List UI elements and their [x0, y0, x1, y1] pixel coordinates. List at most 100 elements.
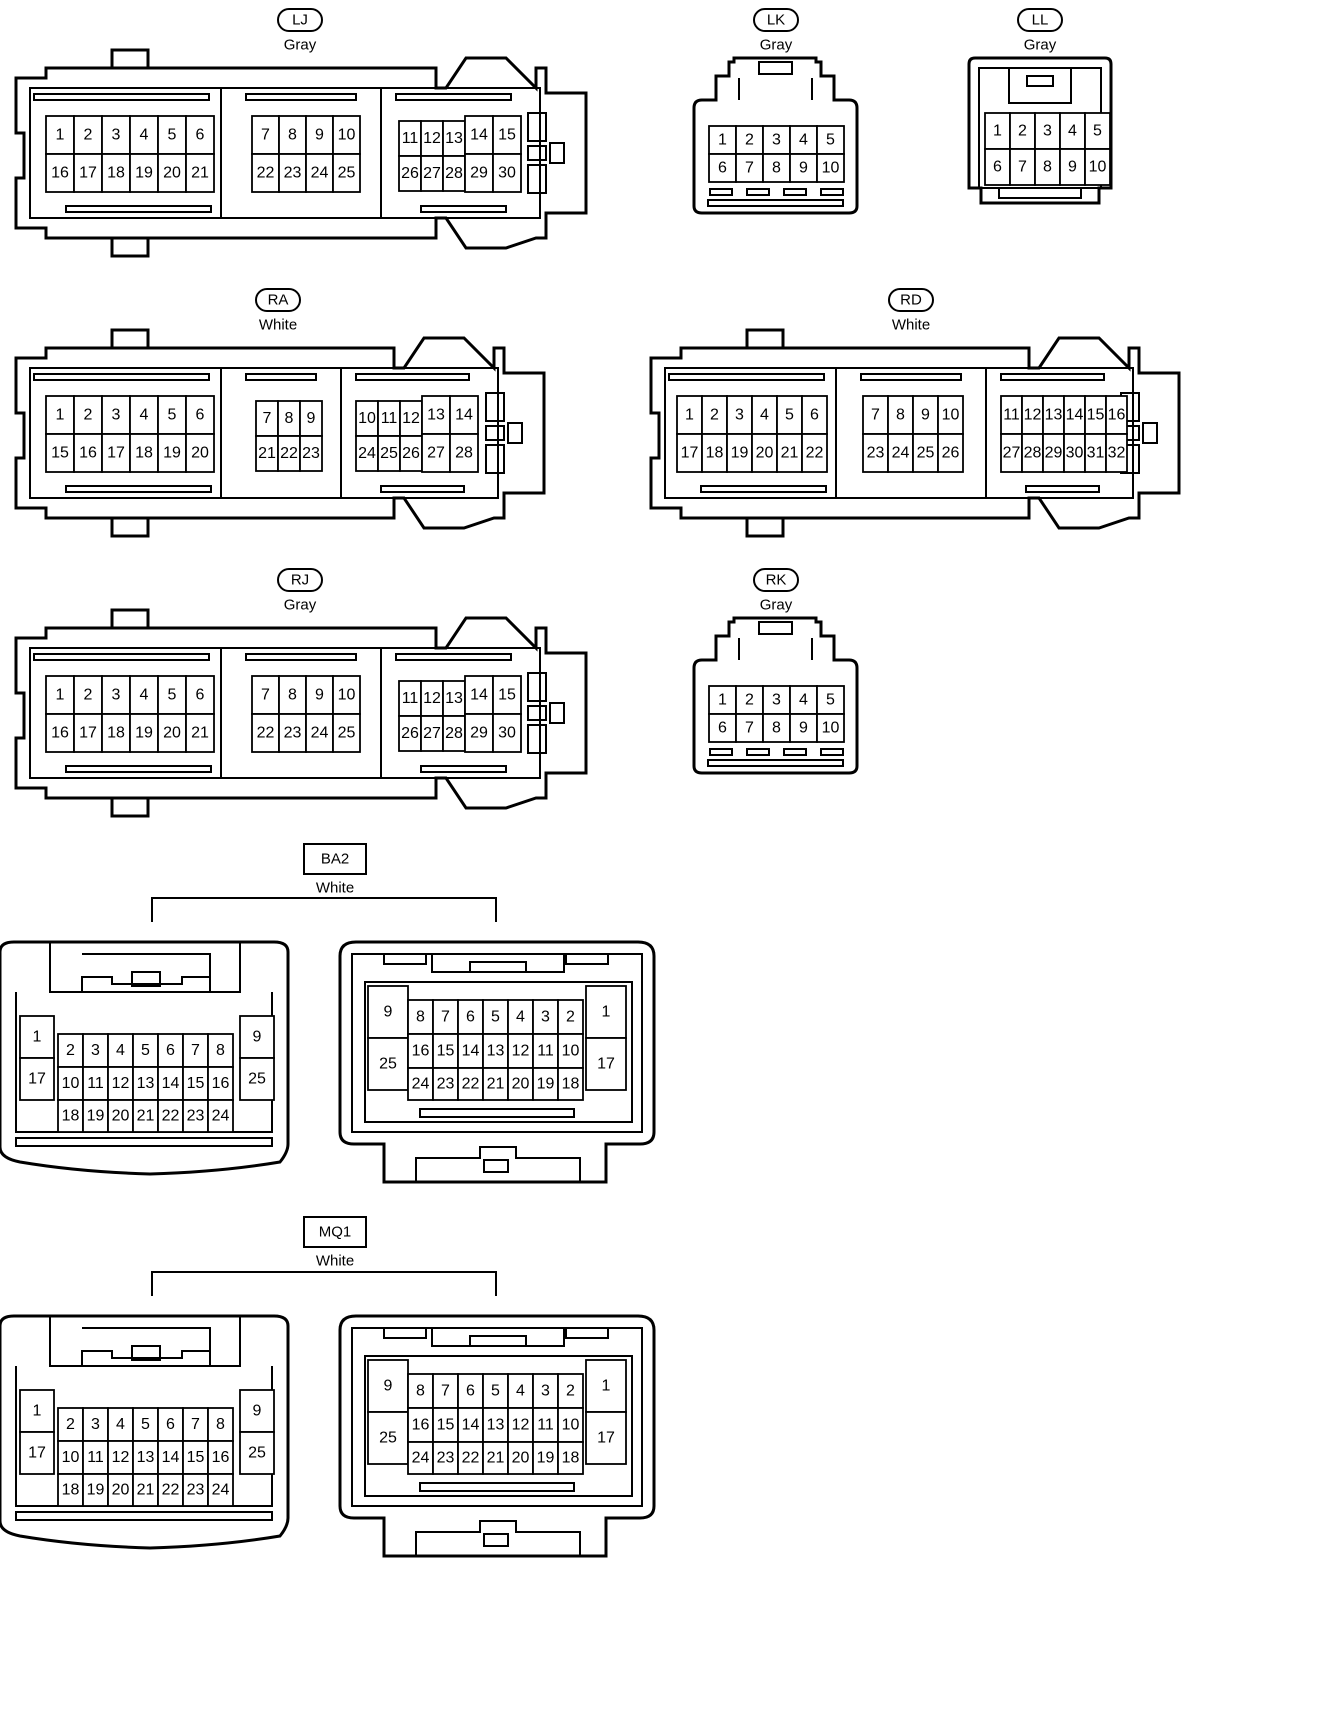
pin-number: 8	[288, 127, 297, 144]
pin-number: 1	[685, 407, 694, 424]
pin-number: 24	[412, 1450, 430, 1467]
pin-number: 25	[338, 165, 356, 182]
pin-number: 5	[141, 1416, 150, 1433]
pin-number: 7	[263, 410, 272, 427]
pin-number: 19	[135, 165, 153, 182]
pin-number: 19	[731, 445, 749, 462]
pin-number: 13	[137, 1449, 155, 1466]
pin-number: 7	[745, 720, 754, 737]
pin-number: 11	[537, 1417, 554, 1434]
pin-number: 14	[455, 407, 473, 424]
pin-number: 27	[427, 445, 445, 462]
pin-cell	[776, 395, 803, 435]
connector-color: Gray	[760, 37, 793, 54]
pin-number: 4	[516, 1383, 525, 1400]
pin-cell	[457, 1067, 484, 1101]
connector-color: Gray	[284, 597, 317, 614]
pin-number: 3	[112, 407, 121, 424]
pin-number: 3	[772, 132, 781, 149]
pin-number: 22	[257, 725, 275, 742]
pin-cell	[1105, 433, 1128, 473]
pin-number: 10	[942, 407, 960, 424]
pin-number: 30	[498, 165, 516, 182]
pin-cell	[407, 1441, 434, 1475]
pin-number: 2	[84, 407, 93, 424]
pin-number: 12	[1024, 407, 1042, 424]
pin-number: 15	[498, 127, 516, 144]
pin-number: 20	[163, 725, 181, 742]
pin-cell	[557, 1441, 584, 1475]
pin-cell	[432, 1441, 459, 1475]
pin-cell	[816, 685, 845, 715]
pin-number: 26	[942, 445, 960, 462]
pin-number: 27	[1003, 445, 1021, 462]
pin-number: 1	[602, 1378, 611, 1395]
pin-number: 7	[441, 1009, 450, 1026]
pin-number: 22	[162, 1108, 180, 1125]
pin-number: 8	[772, 160, 781, 177]
pin-number: 6	[196, 407, 205, 424]
pin-cell	[132, 1066, 159, 1101]
pin-cell	[1059, 148, 1086, 186]
pin-cell	[207, 1099, 234, 1133]
pin-number: 11	[402, 690, 419, 707]
pin-number: 20	[112, 1108, 130, 1125]
pin-number: 12	[402, 410, 420, 427]
pin-number: 6	[166, 1416, 175, 1433]
pin-cell	[185, 433, 215, 473]
pin-number: 21	[781, 445, 799, 462]
pin-number: 1	[56, 407, 65, 424]
pin-number: 14	[462, 1417, 480, 1434]
pin-cell	[107, 1473, 134, 1507]
pin-cell	[585, 1359, 627, 1413]
pin-number: 24	[358, 445, 376, 462]
pin-cell	[185, 713, 215, 753]
pin-number: 15	[437, 1043, 455, 1060]
pin-number: 12	[512, 1417, 530, 1434]
pin-number: 14	[470, 687, 488, 704]
pin-number: 7	[1018, 159, 1027, 176]
pin-number: 3	[91, 1042, 100, 1059]
pin-number: 4	[140, 127, 149, 144]
pin-number: 5	[785, 407, 794, 424]
pin-number: 24	[212, 1482, 230, 1499]
pin-cell	[182, 1473, 209, 1507]
pin-number: 1	[56, 687, 65, 704]
pin-cell	[762, 713, 791, 743]
pin-number: 25	[379, 1430, 397, 1447]
pin-cell	[45, 433, 75, 473]
pin-number: 9	[307, 410, 316, 427]
pin-cell	[129, 115, 159, 155]
pin-number: 7	[261, 127, 270, 144]
pin-cell	[801, 433, 828, 473]
pin-number: 1	[718, 132, 727, 149]
pin-cell	[332, 115, 361, 155]
pin-number: 25	[380, 445, 398, 462]
connector-id: MQ1	[319, 1224, 352, 1241]
pin-cell	[332, 153, 361, 193]
pin-number: 9	[799, 160, 808, 177]
pin-number: 29	[470, 165, 488, 182]
pin-cell	[464, 675, 494, 715]
pin-cell	[887, 395, 914, 435]
pin-number: 11	[381, 410, 398, 427]
pin-cell	[367, 1037, 409, 1091]
connector-color: White	[316, 880, 354, 897]
pin-number: 20	[163, 165, 181, 182]
pin-cell	[507, 1441, 534, 1475]
pin-number: 14	[462, 1043, 480, 1060]
pin-number: 16	[79, 445, 97, 462]
pin-number: 13	[445, 690, 463, 707]
pin-number: 26	[401, 165, 419, 182]
pin-number: 21	[191, 725, 209, 742]
pin-cell	[332, 713, 361, 753]
pin-cell	[239, 1015, 275, 1059]
pin-number: 7	[871, 407, 880, 424]
pin-cell	[251, 675, 280, 715]
pin-cell	[421, 395, 451, 435]
pin-number: 32	[1108, 445, 1126, 462]
pin-number: 24	[412, 1076, 430, 1093]
